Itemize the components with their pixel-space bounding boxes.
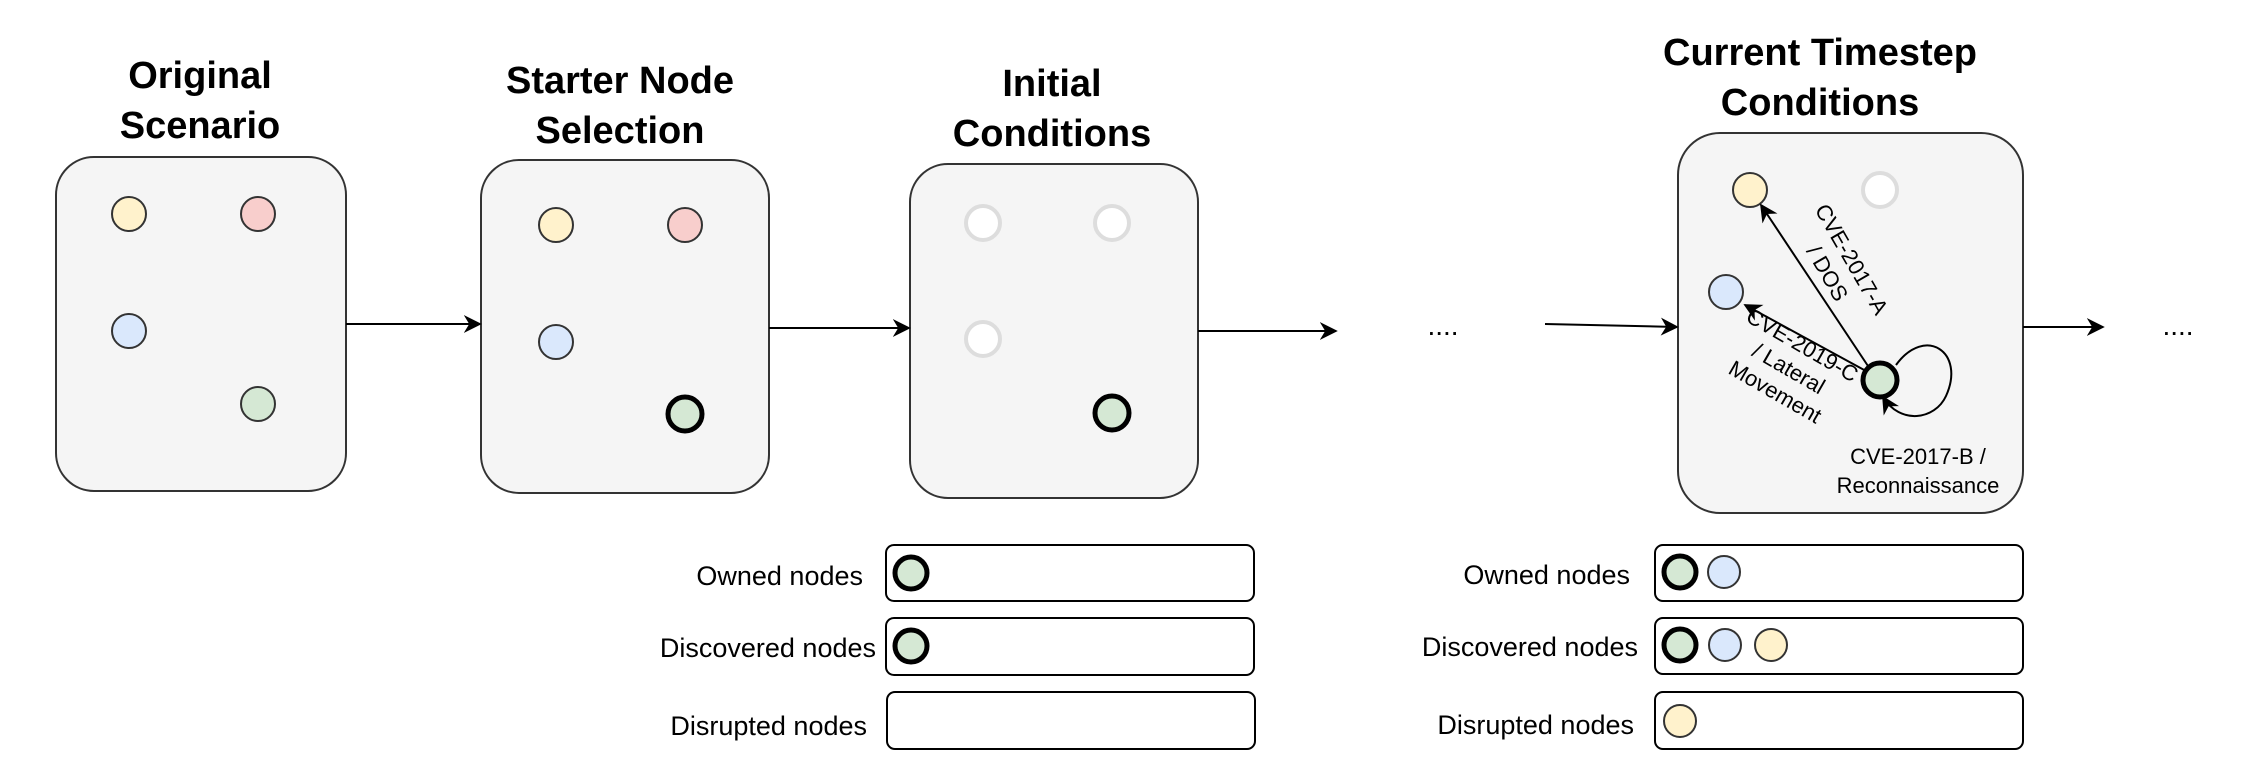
node-yellow-disrupted	[1663, 704, 1697, 738]
edge-cve-2017-a	[1760, 203, 1869, 367]
list-owned-nodes	[885, 544, 1255, 602]
flow-arrow	[1544, 317, 1679, 336]
node-green-discovered	[1661, 626, 1699, 664]
ellipsis-end: ....	[2162, 310, 2193, 341]
list-discovered-nodes	[1654, 617, 2024, 675]
node-green-owned	[1860, 360, 1900, 400]
label-disrupted-nodes: Disrupted nodes	[670, 711, 867, 741]
label-disrupted-nodes: Disrupted nodes	[1437, 710, 1634, 740]
node-green-owned	[1092, 393, 1132, 433]
node-red	[240, 196, 276, 232]
node-yellow	[538, 207, 574, 243]
label-discovered-nodes: Discovered nodes	[1422, 632, 1638, 662]
node-yellow-discovered	[1754, 628, 1788, 662]
node-red	[667, 207, 703, 243]
list-discovered-nodes	[885, 617, 1255, 676]
node-green	[240, 386, 276, 422]
panel-original-scenario	[55, 156, 347, 492]
label-discovered-nodes: Discovered nodes	[660, 633, 876, 663]
node-blue	[111, 313, 147, 349]
title-original-1: Original	[128, 55, 272, 97]
title-initial-1: Initial	[1002, 63, 1101, 105]
edge-cve-2017-b-self-loop	[1882, 344, 1953, 417]
title-starter-2: Selection	[536, 110, 705, 152]
list-owned-nodes	[1654, 544, 2024, 602]
node-blue-owned	[1707, 555, 1741, 589]
edge-cve-2019-c	[1743, 304, 1867, 372]
title-initial-2: Conditions	[953, 113, 1151, 155]
node-undiscovered	[1861, 171, 1899, 209]
node-green-discovered	[892, 627, 930, 665]
label-owned-nodes: Owned nodes	[1463, 560, 1630, 590]
node-green-owned	[1661, 553, 1699, 591]
panel-initial-conditions	[909, 163, 1199, 499]
node-yellow	[111, 196, 147, 232]
node-blue-owned	[1708, 274, 1744, 310]
list-disrupted-nodes	[1654, 691, 2024, 750]
list-disrupted-nodes	[886, 691, 1256, 750]
title-starter-1: Starter Node	[506, 60, 734, 102]
node-undiscovered	[964, 204, 1002, 242]
title-original-2: Scenario	[120, 105, 281, 147]
edge-label-cve-2017-b: CVE-2017-B /	[1850, 444, 1987, 469]
title-current-1: Current Timestep	[1663, 32, 1977, 74]
node-green-owned	[892, 554, 930, 592]
node-undiscovered	[964, 320, 1002, 358]
node-blue	[538, 324, 574, 360]
title-current-2: Conditions	[1721, 82, 1919, 124]
node-green-starter	[665, 394, 705, 434]
label-owned-nodes: Owned nodes	[696, 561, 863, 591]
node-undiscovered	[1093, 204, 1131, 242]
edge-label-reconnaissance: Reconnaissance	[1837, 473, 2000, 498]
node-blue-discovered	[1708, 628, 1742, 662]
node-yellow-disrupted	[1732, 172, 1768, 208]
ellipsis-middle: ....	[1427, 310, 1458, 341]
panel-starter-node-selection	[480, 159, 770, 494]
